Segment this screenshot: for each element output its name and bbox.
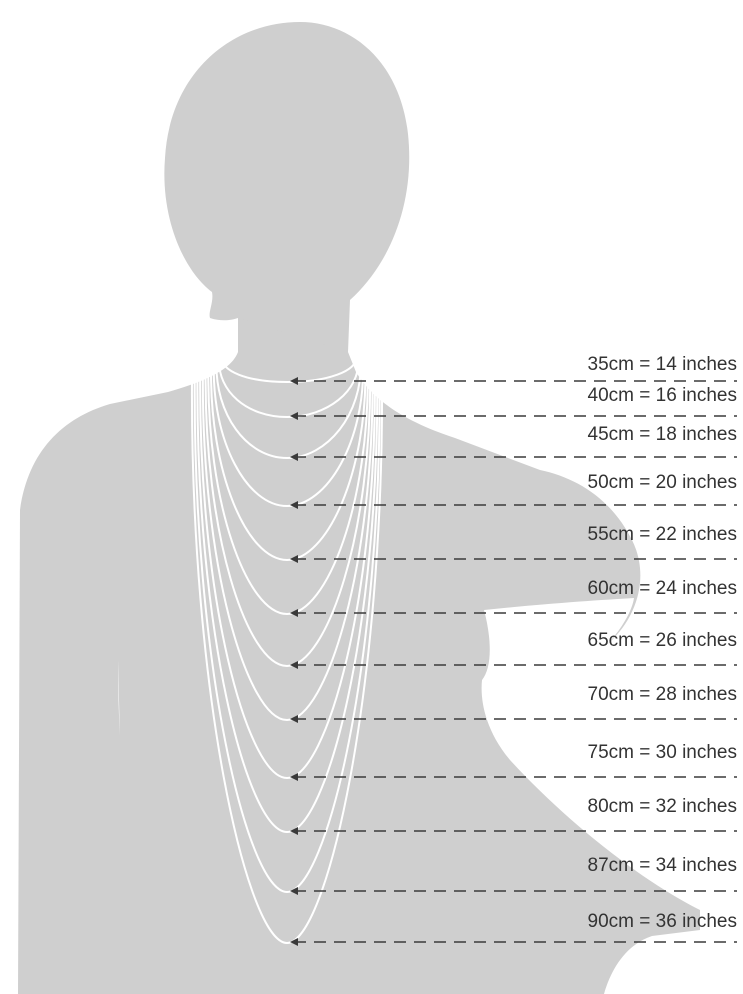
silhouette-head	[164, 22, 409, 352]
length-label: 50cm = 20 inches	[588, 472, 737, 493]
length-label: 70cm = 28 inches	[588, 684, 737, 705]
silhouette-body	[18, 318, 700, 994]
length-label: 45cm = 18 inches	[588, 424, 737, 445]
length-label: 65cm = 26 inches	[588, 630, 737, 651]
woman-silhouette-icon	[18, 22, 700, 994]
length-label: 35cm = 14 inches	[588, 354, 737, 375]
length-label: 75cm = 30 inches	[588, 742, 737, 763]
length-label: 87cm = 34 inches	[588, 855, 737, 876]
length-label: 60cm = 24 inches	[588, 578, 737, 599]
length-label: 40cm = 16 inches	[588, 385, 737, 406]
length-label: 80cm = 32 inches	[588, 796, 737, 817]
length-label: 55cm = 22 inches	[588, 524, 737, 545]
length-label: 90cm = 36 inches	[588, 911, 737, 932]
